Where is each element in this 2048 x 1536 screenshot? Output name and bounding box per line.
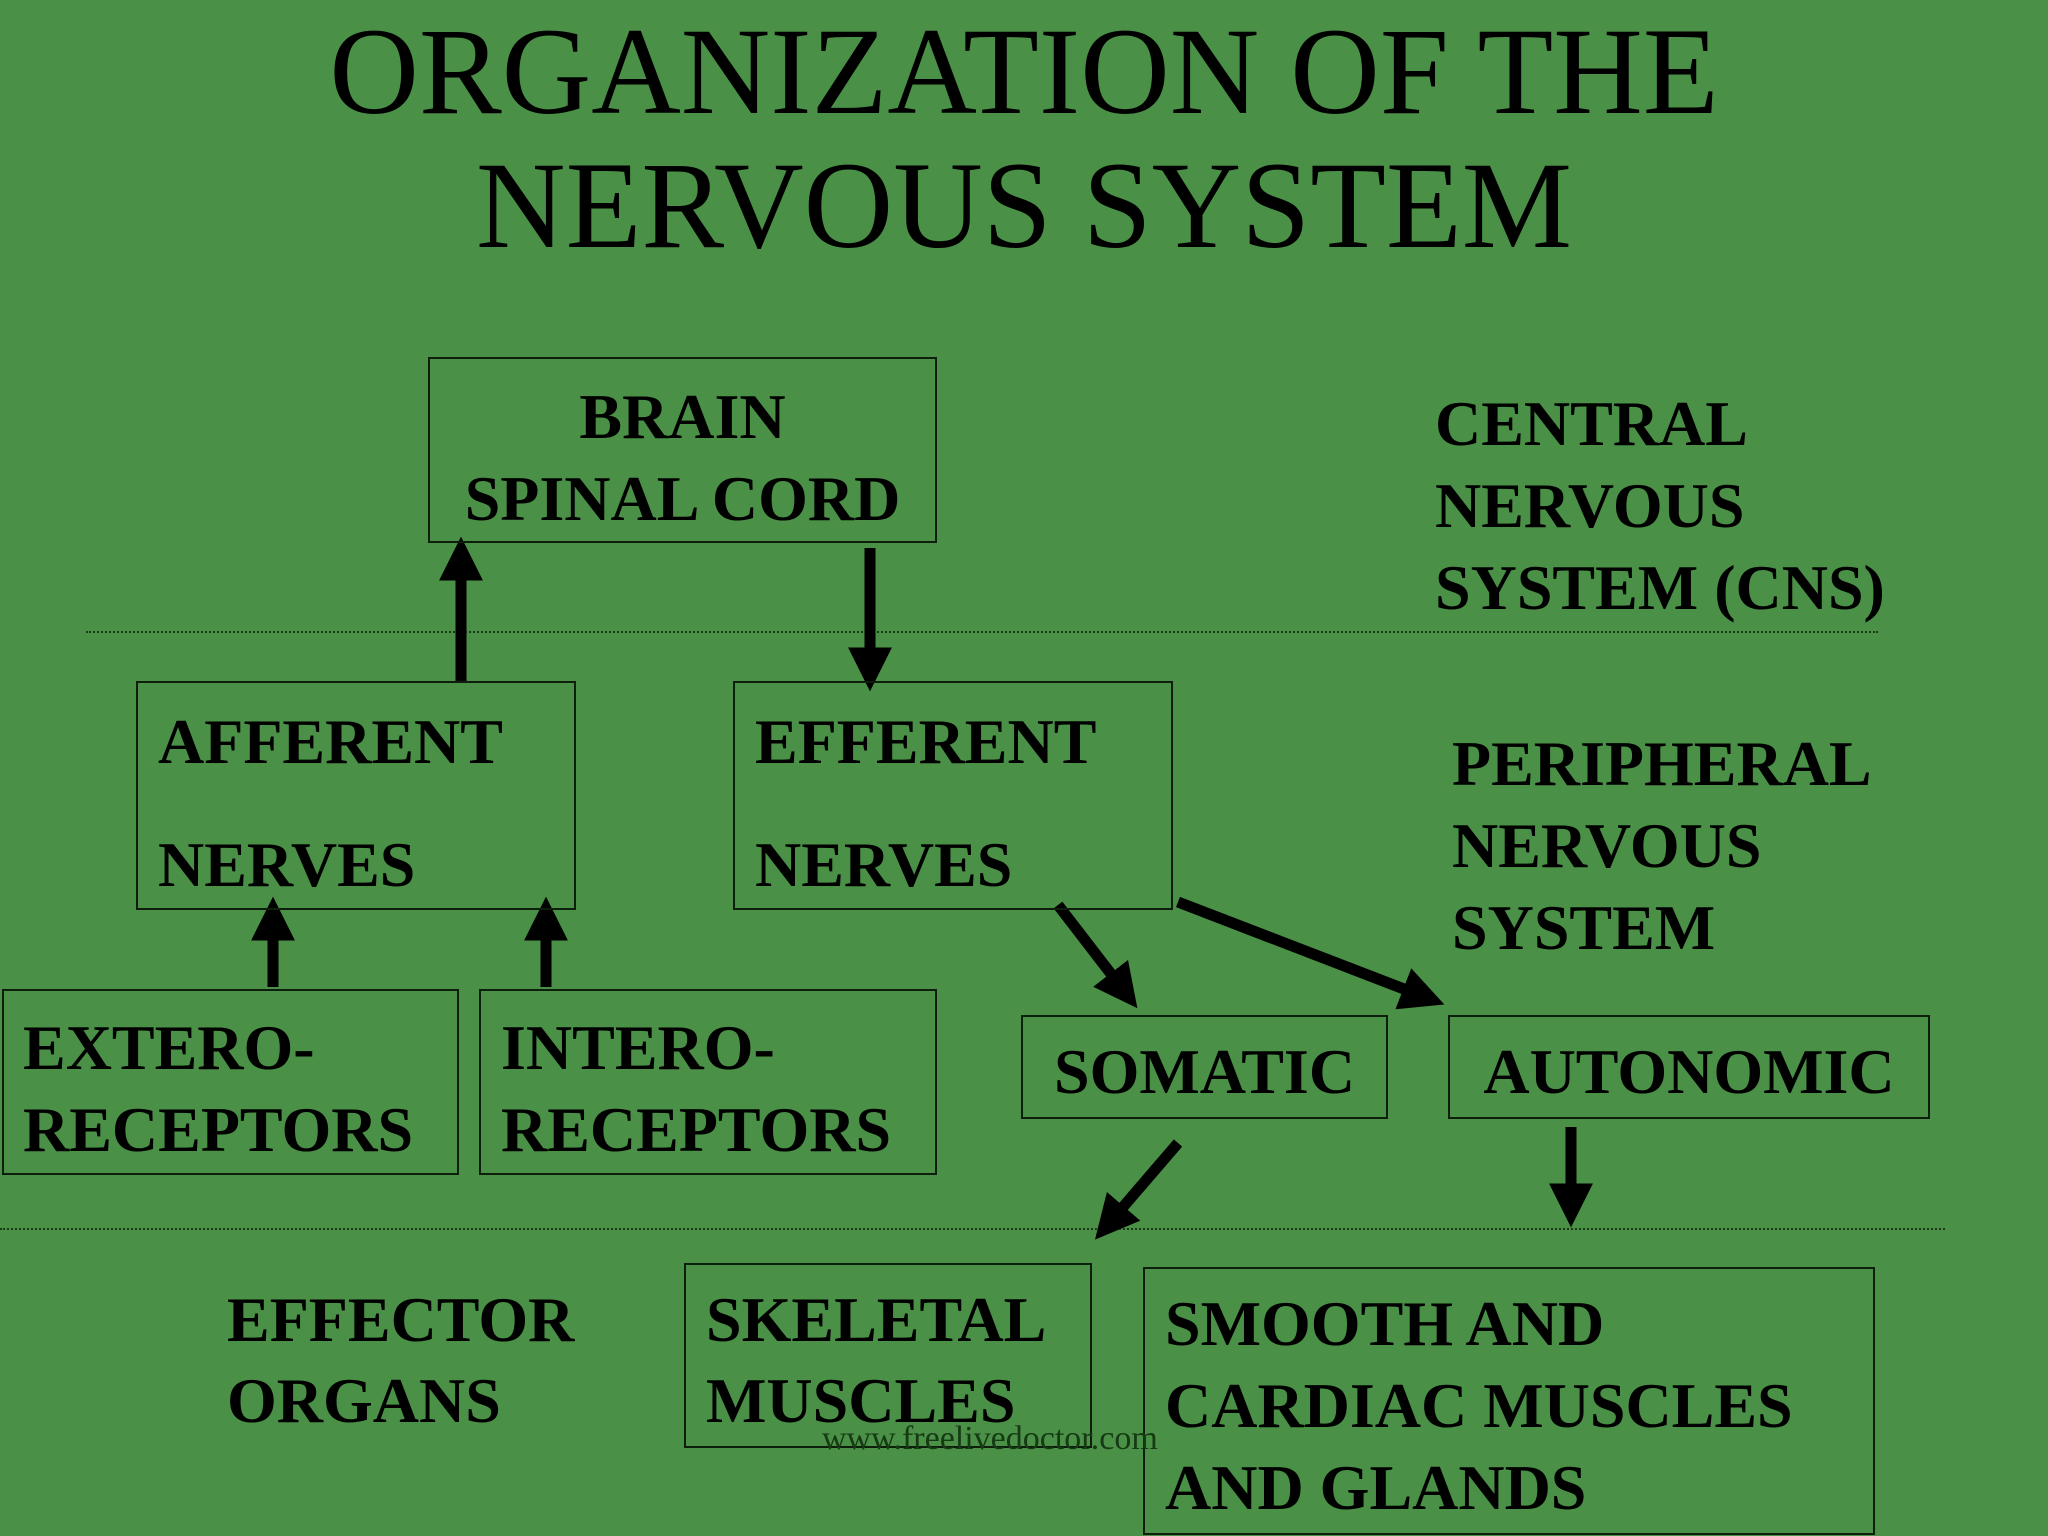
somatic-label: SOMATIC (1053, 1036, 1356, 1107)
arrow-efferent-to-autonomic (1176, 896, 1445, 1010)
efferent-nerves-box (733, 681, 1173, 910)
brain-label: BRAIN (579, 381, 786, 452)
exteroreceptors-box (2, 989, 459, 1175)
autonomic-box (1448, 1015, 1930, 1119)
brain-spinal-cord-box (428, 357, 937, 543)
effector-label-line-1: EFFECTOR (227, 1284, 575, 1355)
afferent-nerves-label: NERVES (158, 829, 416, 900)
title-line-1: ORGANIZATION OF THE (329, 3, 1719, 140)
interoreceptors-box (479, 989, 937, 1175)
effector-label-line-2: ORGANS (227, 1365, 501, 1436)
spinal-cord-label: SPINAL CORD (464, 463, 901, 534)
cns-label-line-1: CENTRAL (1435, 388, 1748, 459)
arrow-somatic-to-skeletal (1094, 1139, 1183, 1240)
smooth-label-line-3: AND GLANDS (1165, 1452, 1587, 1523)
cns-label-line-2: NERVOUS (1435, 470, 1745, 541)
pns-label-line-3: SYSTEM (1452, 892, 1716, 963)
smooth-cardiac-glands-box (1143, 1267, 1875, 1535)
skeletal-label: SKELETAL (706, 1284, 1047, 1355)
afferent-nerves-box (136, 681, 576, 910)
extero-receptors-label: RECEPTORS (23, 1094, 414, 1165)
arrow-efferent-to-somatic (1053, 901, 1138, 1009)
smooth-label-line-2: CARDIAC MUSCLES (1165, 1370, 1793, 1441)
cns-label-line-3: SYSTEM (CNS) (1435, 552, 1885, 623)
cns-pns-separator (86, 631, 1878, 633)
extero-label: EXTERO- (23, 1012, 315, 1083)
smooth-label-line-1: SMOOTH AND (1165, 1288, 1605, 1359)
somatic-box (1021, 1015, 1388, 1119)
skeletal-muscles-label: MUSCLES (706, 1365, 1016, 1436)
skeletal-muscles-box (684, 1263, 1092, 1448)
afferent-label: AFFERENT (158, 706, 503, 777)
autonomic-label: AUTONOMIC (1483, 1036, 1895, 1107)
title-line-2: NERVOUS SYSTEM (476, 137, 1572, 274)
pns-label-line-2: NERVOUS (1452, 810, 1762, 881)
intero-receptors-label: RECEPTORS (501, 1094, 892, 1165)
pns-effector-separator (0, 1228, 1945, 1230)
efferent-nerves-label: NERVES (755, 829, 1013, 900)
intero-label: INTERO- (501, 1012, 775, 1083)
watermark-text: www.freelivedoctor.com (822, 1420, 1158, 1457)
pns-label-line-1: PERIPHERAL (1452, 728, 1872, 799)
efferent-label: EFFERENT (755, 706, 1097, 777)
